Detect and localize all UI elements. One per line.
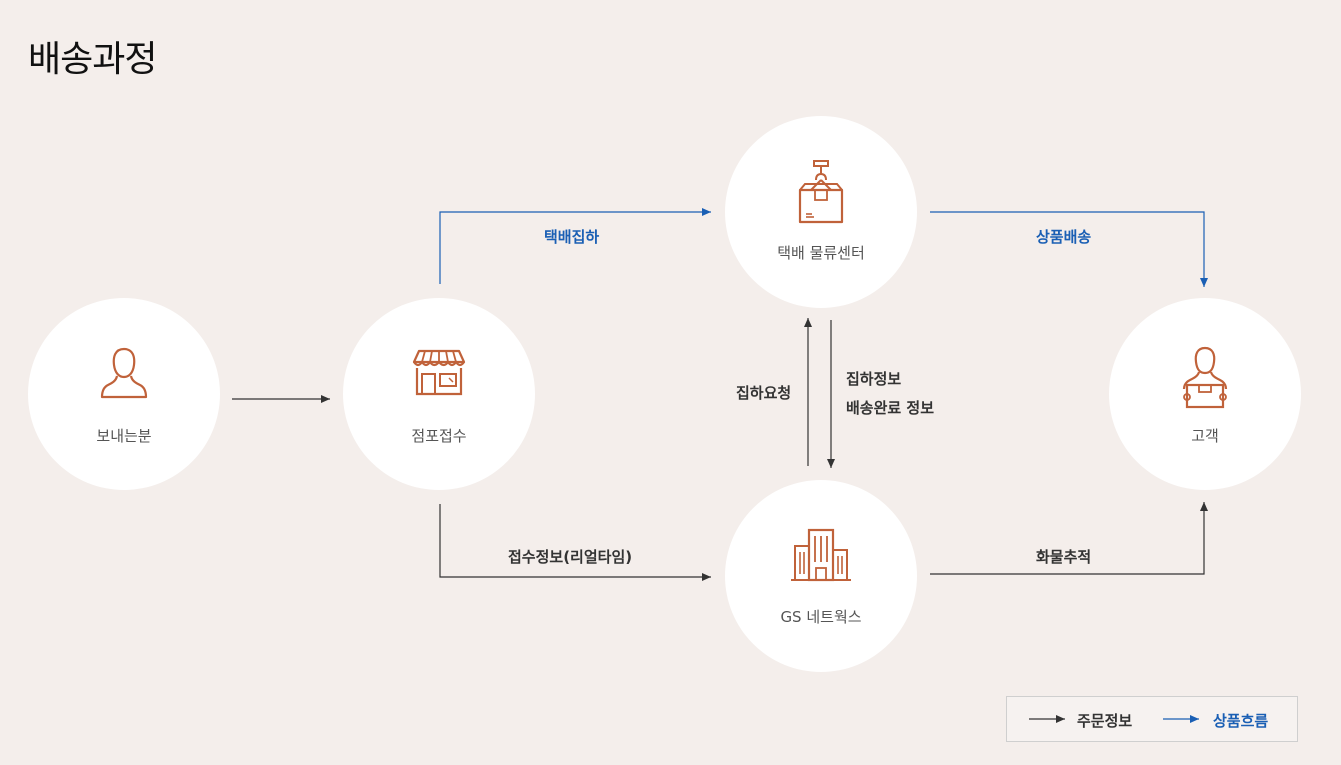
arrow-store-to-network bbox=[439, 504, 711, 581]
node-logistics: 택배 물류센터 bbox=[725, 116, 917, 308]
building-icon bbox=[791, 528, 851, 582]
node-customer: 고객 bbox=[1109, 298, 1301, 490]
arrow-network-to-customer bbox=[930, 502, 1208, 575]
node-store-label: 점포접수 bbox=[411, 427, 467, 445]
legend-product-flow: 상품흐름 bbox=[1213, 712, 1269, 730]
person-icon bbox=[100, 347, 148, 399]
flow-label-pickup: 택배집하 bbox=[544, 228, 600, 246]
node-network-label: GS 네트웍스 bbox=[780, 608, 862, 626]
flow-label-pickup-info: 집하정보 bbox=[846, 370, 902, 388]
flow-label-pickup-request: 집하요청 bbox=[736, 384, 792, 402]
flow-label-receipt-info: 접수정보(리얼타임) bbox=[508, 548, 633, 566]
node-sender-label: 보내는분 bbox=[96, 427, 152, 445]
crane-box-icon bbox=[798, 160, 844, 224]
flow-label-delivery: 상품배송 bbox=[1036, 228, 1092, 246]
flow-label-delivery-complete-info: 배송완료 정보 bbox=[846, 399, 935, 417]
node-customer-label: 고객 bbox=[1191, 427, 1219, 445]
arrow-store-to-logistics bbox=[439, 208, 711, 284]
legend-order-info: 주문정보 bbox=[1077, 712, 1133, 730]
page-title: 배송과정 bbox=[28, 39, 157, 80]
person-with-box-icon bbox=[1182, 346, 1228, 409]
node-store: 점포접수 bbox=[343, 298, 535, 490]
flow-label-tracking: 화물추적 bbox=[1036, 548, 1092, 566]
store-icon bbox=[412, 349, 466, 396]
legend-arrows bbox=[1029, 715, 1199, 723]
arrow-logistics-to-customer bbox=[930, 211, 1208, 287]
node-sender: 보내는분 bbox=[28, 298, 220, 490]
legend: 주문정보 상품흐름 bbox=[1006, 696, 1298, 742]
node-network: GS 네트웍스 bbox=[725, 480, 917, 672]
node-logistics-label: 택배 물류센터 bbox=[777, 244, 865, 262]
